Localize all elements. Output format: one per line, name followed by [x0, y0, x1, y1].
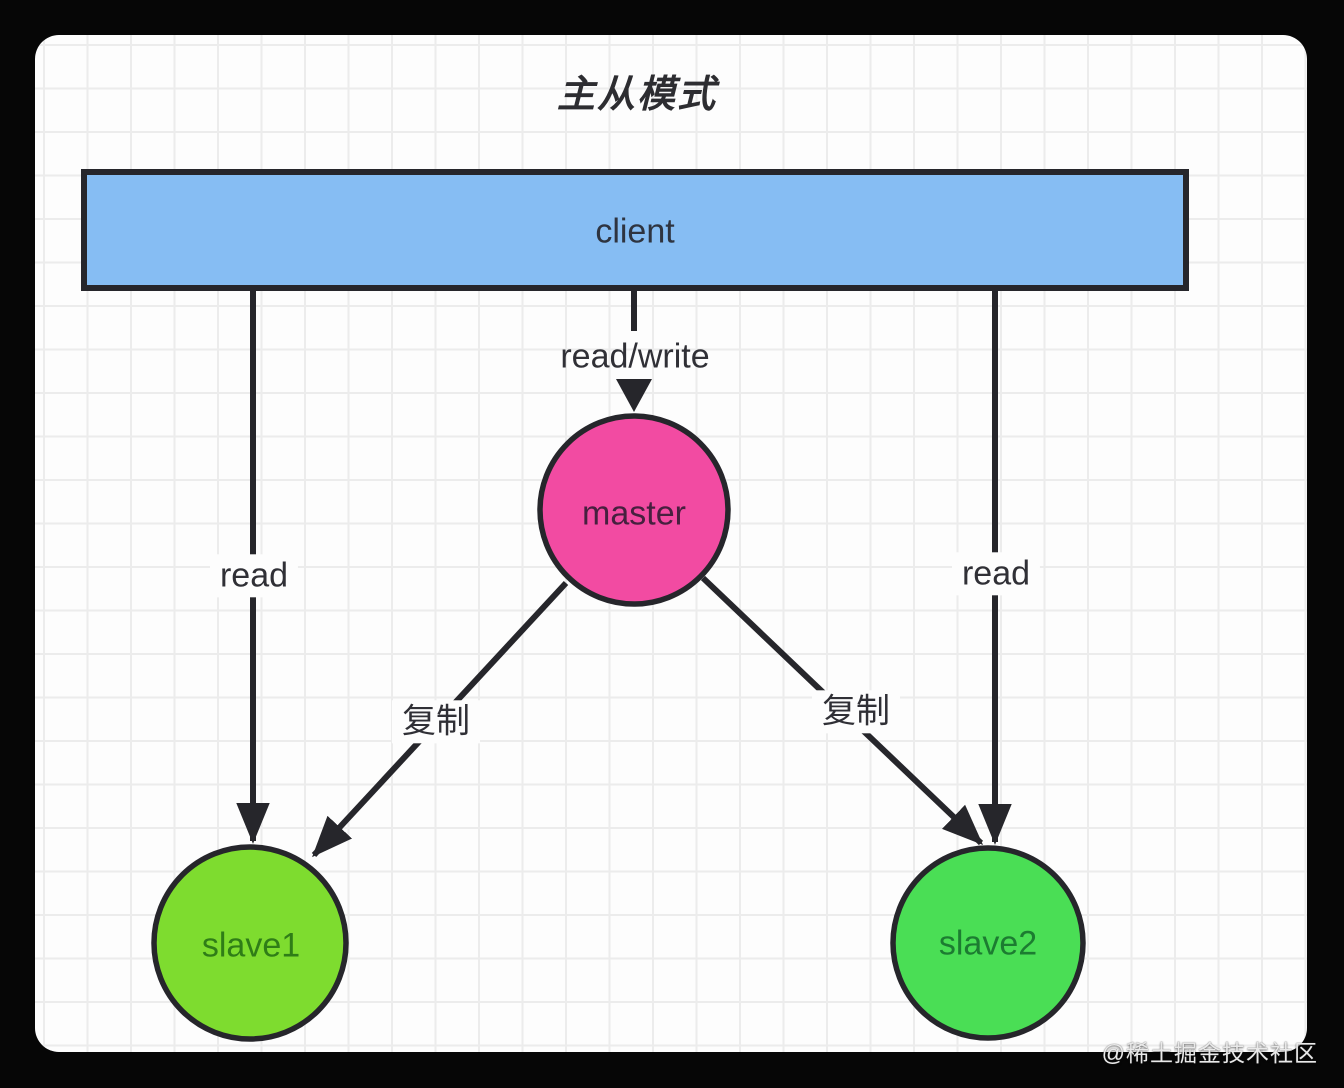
edge-client-master-arrowhead	[616, 379, 652, 412]
edge-client-slave2-label: read	[951, 552, 1041, 596]
watermark: @稀土掘金技术社区	[1101, 1040, 1318, 1066]
slave1-node	[151, 844, 349, 1042]
edge-client-master-label: read/write	[560, 337, 710, 376]
edge-client-slave1-label: read	[209, 554, 299, 598]
master-node	[537, 413, 731, 607]
edge-master-slave2-label: 复制	[812, 690, 900, 734]
slave1-node-label: slave1	[201, 926, 301, 965]
client-node-label: client	[595, 212, 675, 251]
master-node-label: master	[582, 494, 686, 533]
edge-master-slave1-label: 复制	[392, 700, 480, 744]
client-node	[81, 169, 1189, 291]
slave2-node	[890, 845, 1086, 1041]
slave2-node-label: slave2	[938, 924, 1038, 963]
diagram-title: 主从模式	[556, 74, 718, 117]
